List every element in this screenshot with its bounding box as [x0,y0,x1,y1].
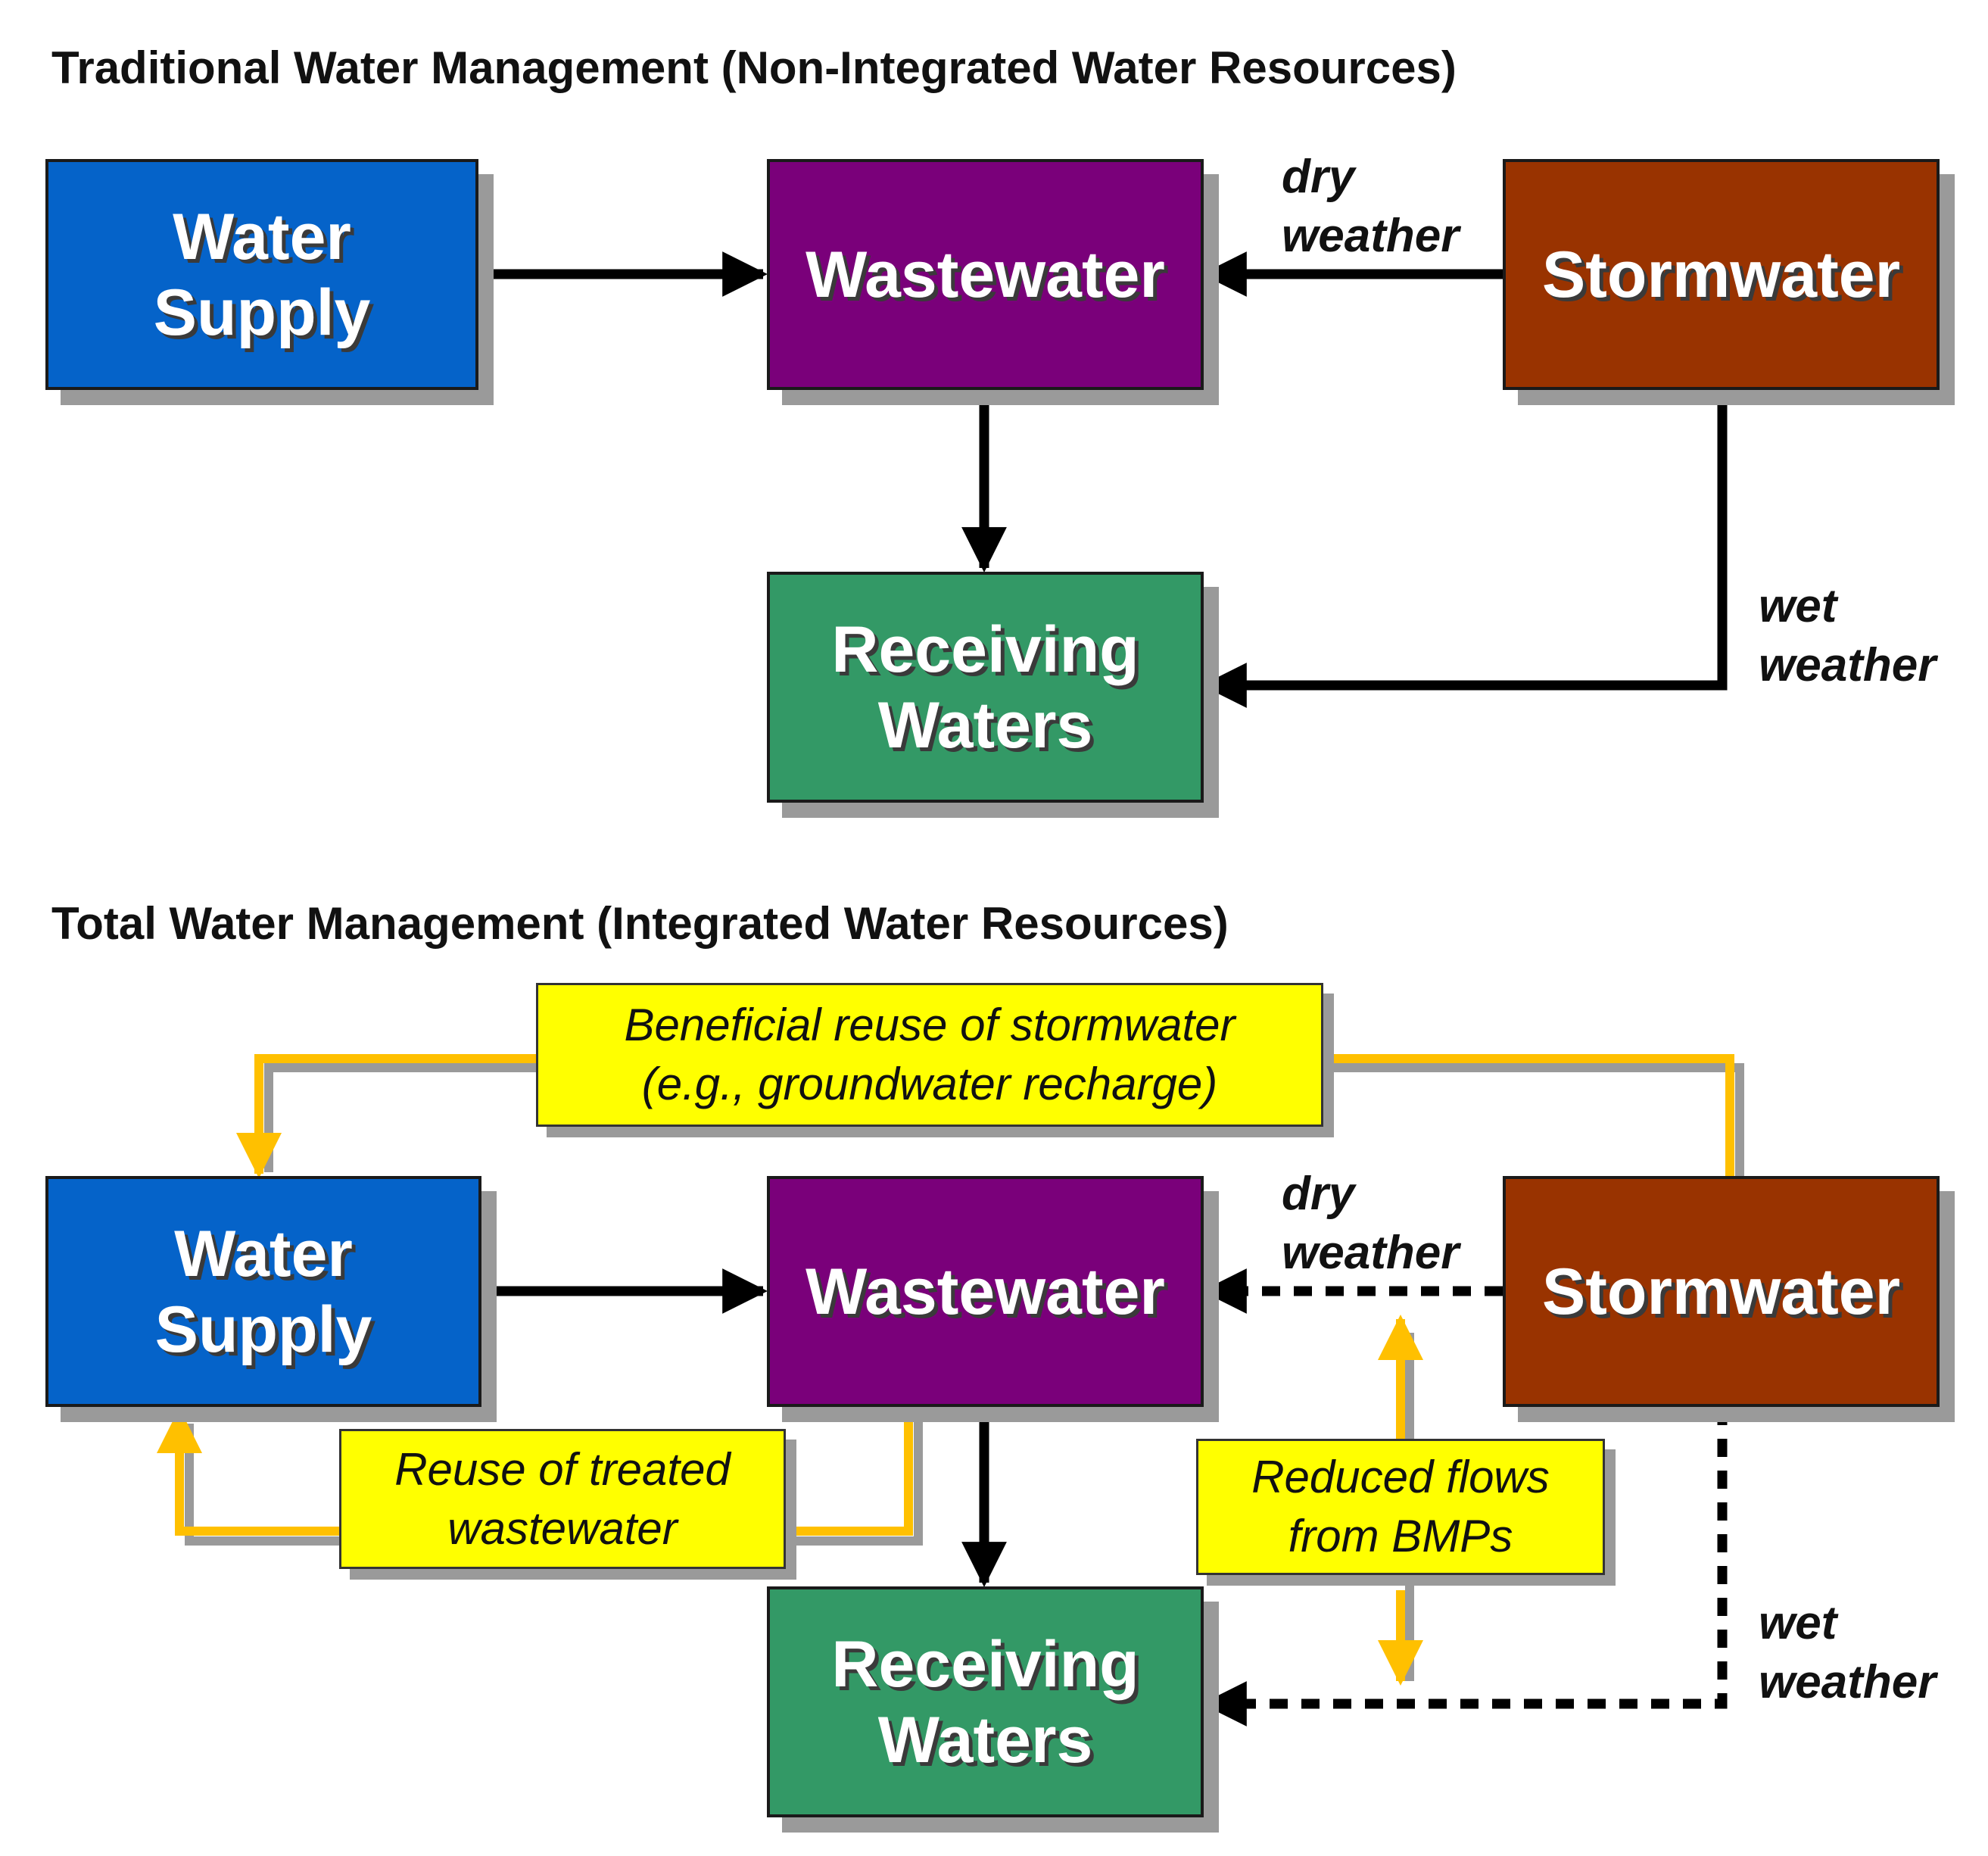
stormwater-box-top: Stormwater [1503,159,1940,390]
wet-weather-label-bottom: wet weather [1759,1594,1936,1712]
wastewater-box-top: Wastewater [767,159,1204,390]
receiving-waters-label-line2: Waters [877,688,1093,762]
reuse-treated-line2: wastewater [447,1502,678,1554]
beneficial-reuse-line1: Beneficial reuse of stormwater [624,1000,1235,1050]
arrow-stormwater-to-receiving-wet-bottom [1201,1407,1728,1727]
beneficial-reuse-note: Beneficial reuse of stormwater (e.g., gro… [536,983,1323,1127]
stormwater-box-bottom: Stormwater [1503,1176,1940,1407]
receiving-waters-label-line2: Waters [877,1703,1093,1776]
wastewater-box-bottom: Wastewater [767,1176,1204,1407]
water-supply-label-line1: Water [173,200,351,273]
dry-weather-line2: weather [1282,1227,1460,1279]
wastewater-label: Wastewater [805,1255,1165,1328]
receiving-waters-label-line1: Receiving [831,613,1139,686]
water-supply-label-line1: Water [174,1217,353,1290]
water-supply-label-line2: Supply [153,276,371,349]
reduced-flows-line2: from BMPs [1288,1511,1513,1561]
water-supply-label-line2: Supply [154,1293,372,1366]
arrow-stormwater-to-receiving-wet-top [1201,390,1728,708]
reduced-flows-line1: Reduced flows [1251,1452,1550,1502]
beneficial-reuse-line2: (e.g., groundwater recharge) [641,1059,1218,1109]
reuse-treated-wastewater-note: Reuse of treated wastewater [339,1429,786,1569]
wet-weather-line1: wet [1759,1597,1837,1649]
receiving-waters-label-line1: Receiving [831,1627,1139,1701]
wet-weather-line2: weather [1759,639,1937,691]
reuse-treated-line1: Reuse of treated [394,1443,731,1495]
stormwater-label: Stormwater [1541,1255,1901,1328]
wet-weather-label-top: wet weather [1759,577,1936,695]
bottom-diagram-title: Total Water Management (Integrated Water… [51,898,1229,949]
wet-weather-line2: weather [1759,1656,1937,1708]
wastewater-label: Wastewater [805,238,1165,311]
dry-weather-line1: dry [1282,151,1355,203]
stormwater-label: Stormwater [1541,238,1901,311]
dry-weather-label-bottom: dry weather [1282,1165,1459,1283]
reduced-flows-note: Reduced flows from BMPs [1196,1439,1605,1575]
dry-weather-line1: dry [1282,1168,1355,1220]
top-diagram-title: Traditional Water Management (Non-Integr… [51,42,1457,93]
wet-weather-line1: wet [1759,580,1837,632]
dry-weather-line2: weather [1282,210,1460,262]
dry-weather-label-top: dry weather [1282,148,1459,266]
